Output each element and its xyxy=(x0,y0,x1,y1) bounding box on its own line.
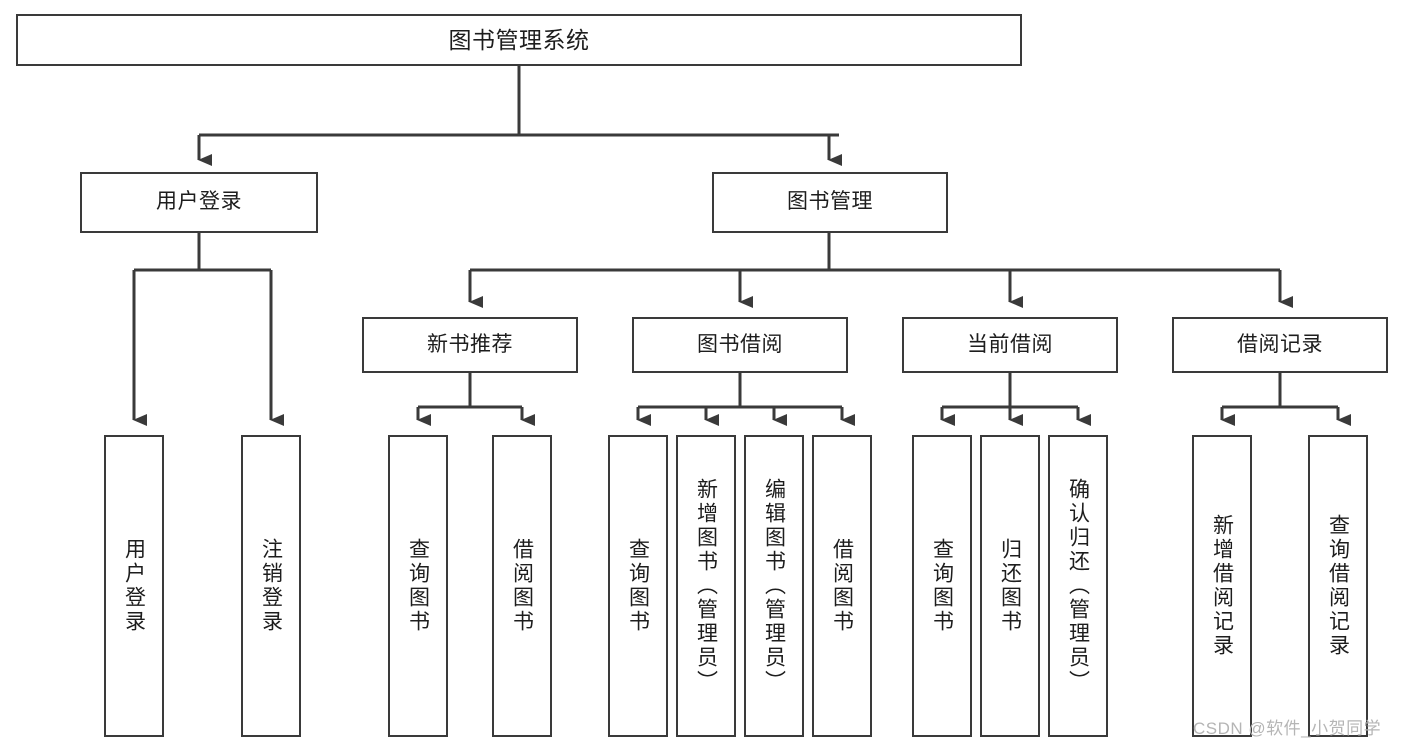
node-leaf-edit-book[interactable]: 编辑图书（管理员） xyxy=(744,435,804,737)
node-leaf-edit-book-label: 编辑图书（管理员） xyxy=(762,478,786,694)
node-current-borrow[interactable]: 当前借阅 xyxy=(902,317,1118,373)
node-root-label: 图书管理系统 xyxy=(448,26,590,53)
node-leaf-query-book-3-label: 查询图书 xyxy=(930,538,954,634)
node-leaf-confirm-return-label: 确认归还（管理员） xyxy=(1066,478,1090,694)
node-leaf-query-record[interactable]: 查询借阅记录 xyxy=(1308,435,1368,737)
node-leaf-add-book[interactable]: 新增图书（管理员） xyxy=(676,435,736,737)
csdn-watermark: CSDN @软件_小贺同学 xyxy=(1193,719,1382,738)
node-new-book-recommend[interactable]: 新书推荐 xyxy=(362,317,578,373)
node-leaf-confirm-return[interactable]: 确认归还（管理员） xyxy=(1048,435,1108,737)
node-user-login[interactable]: 用户登录 xyxy=(80,172,318,233)
node-book-manage-label: 图书管理 xyxy=(787,190,873,214)
node-leaf-borrow-book-1[interactable]: 借阅图书 xyxy=(492,435,552,737)
node-leaf-return-book[interactable]: 归还图书 xyxy=(980,435,1040,737)
node-leaf-user-login[interactable]: 用户登录 xyxy=(104,435,164,737)
node-leaf-query-book-3[interactable]: 查询图书 xyxy=(912,435,972,737)
node-user-login-label: 用户登录 xyxy=(156,190,242,214)
node-book-manage[interactable]: 图书管理 xyxy=(712,172,948,233)
node-leaf-user-login-label: 用户登录 xyxy=(122,538,146,634)
node-current-borrow-label: 当前借阅 xyxy=(967,332,1053,356)
node-book-borrow[interactable]: 图书借阅 xyxy=(632,317,848,373)
node-root[interactable]: 图书管理系统 xyxy=(16,14,1022,66)
node-leaf-query-book-1[interactable]: 查询图书 xyxy=(388,435,448,737)
node-leaf-query-record-label: 查询借阅记录 xyxy=(1326,514,1350,658)
node-borrow-record-label: 借阅记录 xyxy=(1237,332,1323,356)
node-leaf-borrow-book-2-label: 借阅图书 xyxy=(830,538,854,634)
node-book-borrow-label: 图书借阅 xyxy=(697,332,783,356)
node-leaf-add-record-label: 新增借阅记录 xyxy=(1210,514,1234,658)
node-leaf-borrow-book-2[interactable]: 借阅图书 xyxy=(812,435,872,737)
node-leaf-logout-login-label: 注销登录 xyxy=(259,538,283,634)
node-leaf-query-book-2-label: 查询图书 xyxy=(626,538,650,634)
node-leaf-add-book-label: 新增图书（管理员） xyxy=(694,478,718,694)
node-leaf-query-book-1-label: 查询图书 xyxy=(406,538,430,634)
node-leaf-return-book-label: 归还图书 xyxy=(998,538,1022,634)
node-leaf-logout-login[interactable]: 注销登录 xyxy=(241,435,301,737)
node-new-book-recommend-label: 新书推荐 xyxy=(427,332,513,356)
node-leaf-query-book-2[interactable]: 查询图书 xyxy=(608,435,668,737)
node-leaf-add-record[interactable]: 新增借阅记录 xyxy=(1192,435,1252,737)
node-leaf-borrow-book-1-label: 借阅图书 xyxy=(510,538,534,634)
node-borrow-record[interactable]: 借阅记录 xyxy=(1172,317,1388,373)
